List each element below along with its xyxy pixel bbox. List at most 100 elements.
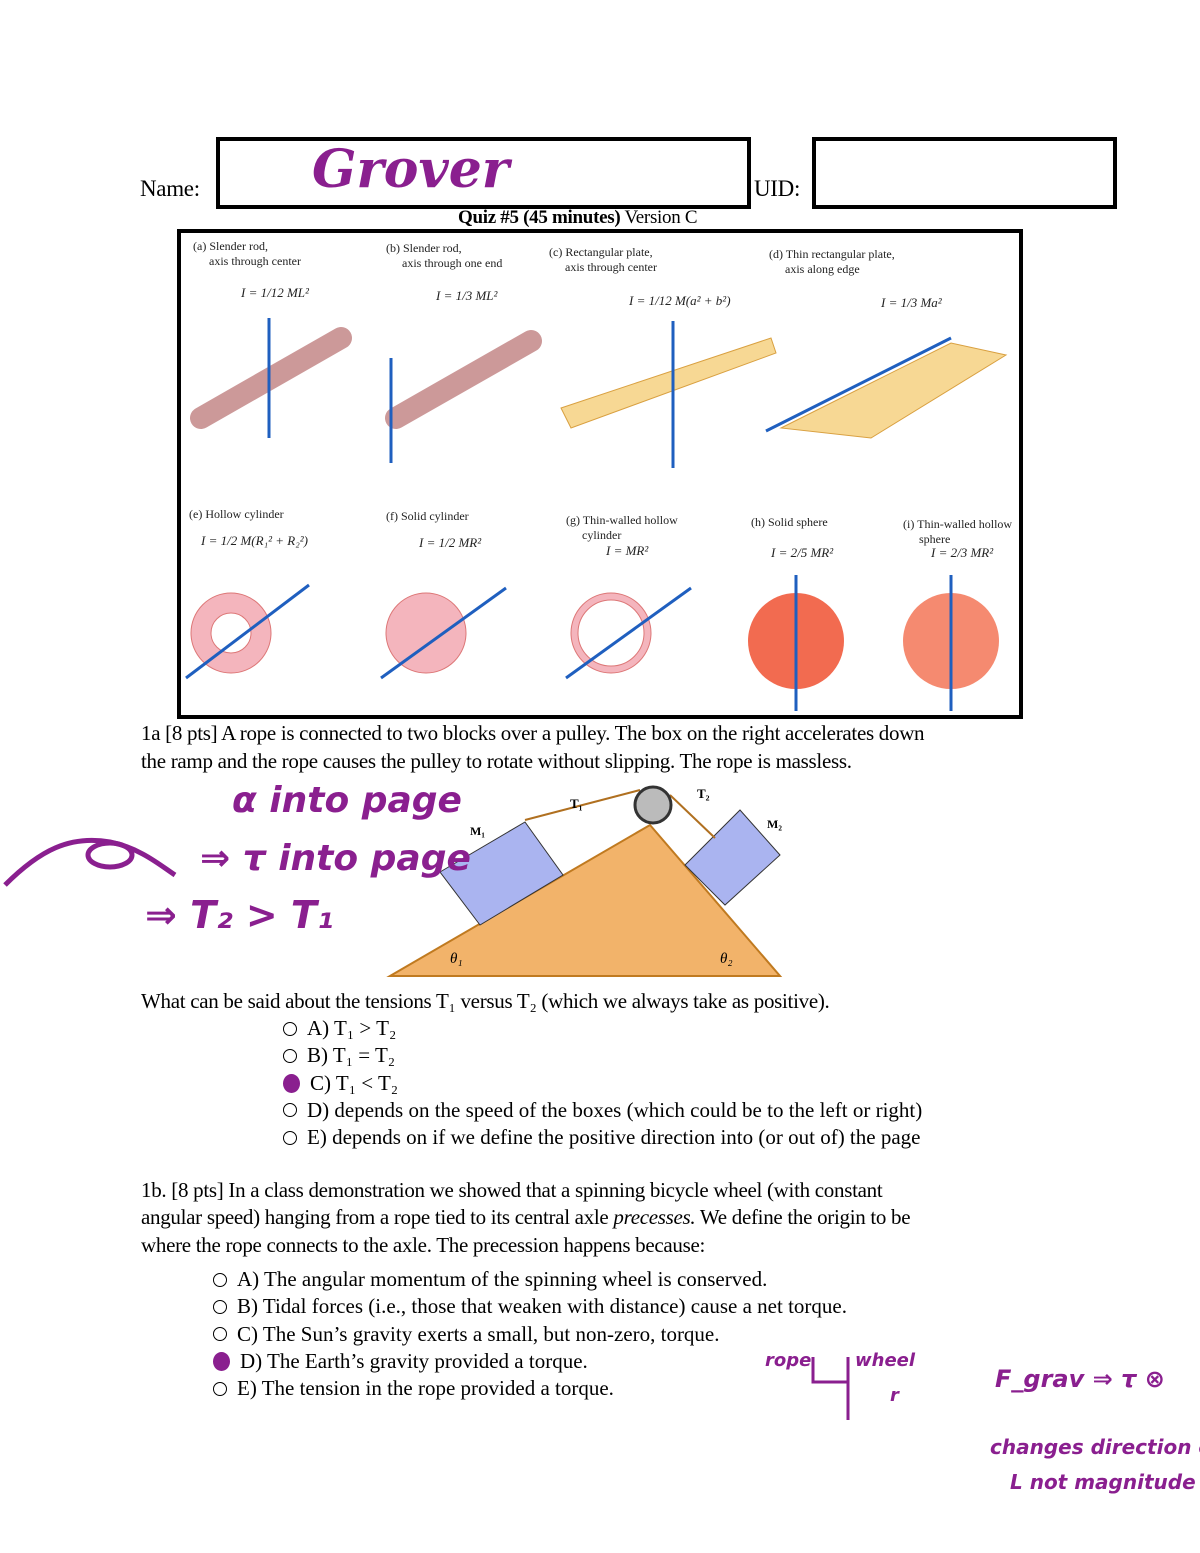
q1a-option-4[interactable]: E) depends on if we define the positive … — [283, 1125, 920, 1150]
figure-sub-6: cylinder — [582, 528, 622, 542]
quiz-title: Quiz #5 (45 minutes) Version C — [458, 207, 698, 229]
q1a-text-line2: the ramp and the rope causes the pulley … — [141, 749, 852, 773]
figure-label-3: (d) Thin rectangular plate, — [769, 247, 895, 261]
figure-formula-7: I = 2/5 MR² — [771, 545, 834, 560]
figure-sub-2: axis through center — [565, 260, 657, 274]
option-label: E) depends on if we define the positive … — [307, 1125, 921, 1150]
radio-button[interactable] — [213, 1327, 227, 1342]
t1-label: T₁ — [570, 796, 583, 811]
block-m1 — [439, 821, 564, 926]
radio-button[interactable] — [213, 1299, 227, 1314]
block-m2 — [684, 809, 781, 906]
figure-label-2: (c) Rectangular plate, — [549, 245, 653, 259]
rod-end — [385, 330, 542, 463]
q1b-option-4[interactable]: E) The tension in the rope provided a to… — [213, 1376, 614, 1401]
q1a-option-2[interactable]: C) T₁ < T₂ — [283, 1071, 398, 1096]
annotation-wheel: wheel — [855, 1350, 916, 1371]
theta1-label: θ₁ — [450, 951, 463, 967]
q1a-option-0[interactable]: A) T₁ > T₂ — [283, 1016, 396, 1041]
quiz-title-bold: Quiz #5 (45 minutes) — [458, 207, 621, 228]
solid-cylinder — [380, 586, 507, 680]
figure-formula-2: I = 1/12 M(a² + b²) — [629, 293, 731, 308]
option-label: A) T₁ > T₂ — [307, 1016, 397, 1040]
q1b-option-3[interactable]: D) The Earth’s gravity provided a torque… — [213, 1349, 588, 1374]
figure-label-7: (h) Solid sphere — [751, 515, 828, 529]
figure-formula-6: I = MR² — [606, 543, 649, 558]
rod-center — [190, 318, 352, 438]
inertia-figure-svg — [185, 318, 1008, 711]
q1b-option-0[interactable]: A) The angular momentum of the spinning … — [213, 1267, 767, 1292]
q1b-option-1[interactable]: B) Tidal forces (i.e., those that weaken… — [213, 1294, 847, 1319]
annotation-alpha: α into page — [232, 780, 462, 821]
quiz-version: Version C — [620, 207, 698, 228]
pulley-ramp-diagram: T₁ T₂ M₁ M₂ θ₁ θ₂ — [386, 785, 782, 977]
q1a-option-3[interactable]: D) depends on the speed of the boxes (wh… — [283, 1098, 922, 1123]
figure-label-4: (e) Hollow cylinder — [189, 507, 284, 521]
axle-sketch — [811, 1357, 850, 1420]
figure-label-1: (b) Slender rod, — [386, 241, 462, 255]
radio-button[interactable] — [283, 1021, 297, 1036]
radio-button[interactable] — [283, 1130, 297, 1145]
q1b-line2-italic: precesses. — [613, 1205, 696, 1229]
figure-sub-8: sphere — [919, 532, 951, 546]
annotation-not-magnitude: L not magnitude — [1010, 1470, 1196, 1494]
annotation-torque: ⇒ τ into page — [200, 838, 471, 879]
uid-label: UID: — [754, 176, 801, 201]
option-label: C) T₁ < T₂ — [310, 1070, 399, 1095]
annotation-tension: ⇒ T₂ > T₁ — [145, 893, 334, 937]
thin-hollow-cylinder — [565, 586, 692, 680]
m2-label: M₂ — [767, 817, 782, 831]
name-label: Name: — [140, 176, 200, 201]
q1b-text-line1: 1b. [8 pts] In a class demonstration we … — [141, 1178, 883, 1202]
option-label: B) Tidal forces (i.e., those that weaken… — [237, 1294, 847, 1319]
plate-center — [560, 321, 777, 468]
name-handwritten: Grover — [312, 139, 510, 200]
option-label: A) The angular momentum of the spinning … — [237, 1267, 768, 1291]
figure-formula-5: I = 1/2 MR² — [419, 535, 482, 550]
figure-label-0: (a) Slender rod, — [193, 239, 268, 253]
uid-field[interactable] — [812, 137, 1117, 209]
theta2-label: θ₂ — [720, 951, 733, 967]
option-label: D) depends on the speed of the boxes (wh… — [307, 1097, 923, 1122]
q1b-text-line3: where the rope connects to the axle. The… — [141, 1233, 706, 1257]
name-field[interactable]: Grover — [216, 137, 751, 209]
annotation-fgrav: F_grav ⇒ τ ⊗ — [995, 1365, 1165, 1393]
hollow-cylinder — [185, 583, 310, 680]
q1a-option-1[interactable]: B) T₁ = T₂ — [283, 1043, 395, 1068]
annotation-r: r — [890, 1385, 899, 1406]
annotation-rope: rope — [765, 1350, 812, 1371]
t2-label: T₂ — [697, 786, 710, 801]
option-label: D) The Earth’s gravity provided a torque… — [240, 1348, 588, 1373]
radio-button[interactable] — [213, 1351, 230, 1371]
option-label: B) T₁ = T₂ — [307, 1043, 396, 1068]
figure-sub-0: axis through center — [209, 254, 301, 268]
solid-sphere — [748, 575, 844, 711]
option-label: C) The Sun’s gravity exerts a small, but… — [237, 1321, 720, 1346]
q1b-text-line2: angular speed) hanging from a rope tied … — [141, 1205, 911, 1230]
option-label: E) The tension in the rope provided a to… — [237, 1376, 614, 1401]
q1b-line2a: angular speed) hanging from a rope tied … — [141, 1205, 614, 1229]
figure-formula-3: I = 1/3 Ma² — [881, 295, 942, 310]
figure-label-8: (i) Thin-walled hollow — [903, 517, 1013, 531]
annotation-changes-direction: changes direction of — [990, 1435, 1200, 1459]
radio-button[interactable] — [213, 1272, 227, 1287]
q1b-line2b: We define the origin to be — [695, 1205, 911, 1229]
q1a-question: What can be said about the tensions T₁ v… — [141, 989, 830, 1013]
q1b-option-2[interactable]: C) The Sun’s gravity exerts a small, but… — [213, 1322, 720, 1347]
figure-label-5: (f) Solid cylinder — [386, 509, 469, 523]
figure-label-6: (g) Thin-walled hollow — [566, 513, 678, 527]
q1a-text-line1: 1a [8 pts] A rope is connected to two bl… — [141, 721, 925, 745]
radio-button[interactable] — [283, 1103, 297, 1118]
figure-formula-0: I = 1/12 ML² — [241, 285, 309, 300]
figure-sub-3: axis along edge — [785, 262, 860, 276]
radio-button[interactable] — [213, 1381, 227, 1396]
rotation-arrow-sketch — [3, 837, 177, 887]
thin-hollow-sphere — [903, 575, 999, 711]
m1-label: M₁ — [470, 824, 485, 838]
radio-button[interactable] — [283, 1073, 300, 1093]
radio-button[interactable] — [283, 1048, 297, 1063]
figure-sub-1: axis through one end — [402, 256, 503, 270]
figure-formula-8: I = 2/3 MR² — [931, 545, 994, 560]
